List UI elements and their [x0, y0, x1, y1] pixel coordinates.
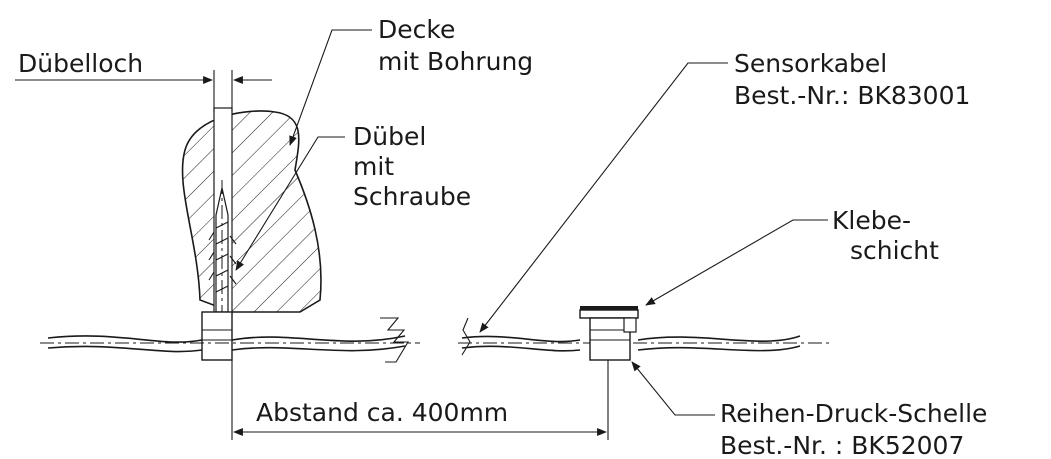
dowel-label-line3: Schraube [353, 182, 471, 211]
adhesive-layer [580, 306, 638, 310]
clamp-leader: Reihen-Druck-Schelle Best.-Nr. : BK52007 [631, 361, 987, 459]
ceiling-label-line1: Decke [378, 15, 455, 44]
sensor-cable-leader: Sensorkabel Best.-Nr.: BK83001 [479, 49, 970, 333]
ceiling-leader: Decke mit Bohrung [289, 15, 533, 146]
clamp-label-line1: Reihen-Druck-Schelle [720, 399, 987, 428]
distance-dimension: Abstand ca. 400mm [231, 360, 609, 440]
clamp-label-line2: Best.-Nr. : BK52007 [720, 431, 964, 459]
clamp-right [579, 306, 639, 361]
dowel-label-line1: Dübel [353, 122, 426, 151]
distance-label: Abstand ca. 400mm [256, 398, 508, 427]
dowel-hole-label: Dübelloch [18, 49, 143, 78]
dowel-hole-dimension: Dübelloch [15, 49, 272, 112]
cable-right [458, 317, 830, 356]
dowel-leader: Dübel mit Schraube [235, 122, 471, 271]
ceiling-label-line2: mit Bohrung [378, 47, 533, 76]
dowel-label-line2: mit [353, 152, 394, 181]
ceiling-block [181, 107, 322, 314]
sensor-cable-label-line2: Best.-Nr.: BK83001 [734, 81, 970, 110]
adhesive-label-line2: schicht [850, 236, 939, 265]
cable-left [40, 317, 420, 363]
adhesive-leader: Klebe- schicht [645, 206, 939, 306]
sensor-cable-label-line1: Sensorkabel [734, 49, 887, 78]
adhesive-label-line1: Klebe- [832, 206, 911, 235]
clamp-left [201, 311, 233, 361]
